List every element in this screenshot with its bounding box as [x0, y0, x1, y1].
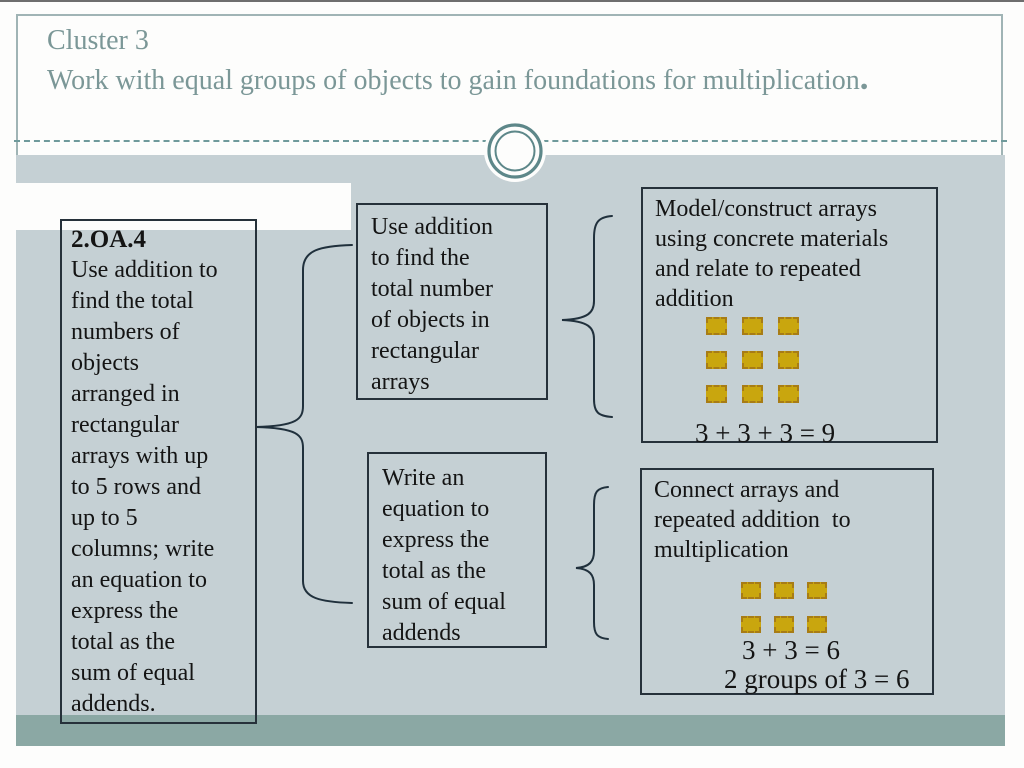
- activity-box-connect-multiplication: Connect arrays and repeated addition to …: [640, 468, 934, 695]
- standard-box: 2.OA.4 Use addition to find the total nu…: [60, 219, 257, 724]
- standard-text: Use addition to find the total numbers o…: [71, 257, 218, 717]
- array-square: [741, 582, 761, 599]
- array-2x3: [741, 582, 827, 633]
- slide-title: Work with equal groups of objects to gai…: [47, 60, 868, 97]
- equation-groups: 2 groups of 3 = 6: [724, 664, 910, 694]
- array-square: [742, 351, 763, 369]
- array-square: [778, 317, 799, 335]
- activity-connect-text: Connect arrays and repeated addition to …: [654, 477, 851, 563]
- equation-sum: 3 + 3 = 6: [742, 635, 840, 665]
- array-square: [742, 385, 763, 403]
- cluster-label: Cluster 3: [47, 25, 149, 56]
- slide-title-period: .: [859, 58, 869, 97]
- array-square: [774, 616, 794, 633]
- array-square: [807, 582, 827, 599]
- array-square: [742, 317, 763, 335]
- array-3x3: [706, 317, 799, 403]
- skill-box-equation-text: Write an equation to express the total a…: [382, 465, 506, 646]
- activity-box-model-arrays: Model/construct arrays using concrete ma…: [641, 187, 938, 448]
- array-square: [774, 582, 794, 599]
- activity-model-text: Model/construct arrays using concrete ma…: [655, 196, 889, 312]
- window-top-edge: [0, 0, 1024, 2]
- skill-box-addition: Use addition to find the total number of…: [356, 203, 548, 400]
- slide-body-background: [16, 155, 1005, 715]
- array-square: [706, 385, 727, 403]
- array-square: [778, 351, 799, 369]
- array-square: [778, 385, 799, 403]
- divider-circle-icon: [484, 120, 546, 182]
- skill-box-equation: Write an equation to express the total a…: [367, 452, 547, 648]
- array-square: [807, 616, 827, 633]
- array-square: [706, 351, 727, 369]
- standard-code: 2.OA.4: [71, 226, 146, 253]
- highlight-band: [0, 183, 351, 230]
- slide-title-text: Work with equal groups of objects to gai…: [47, 65, 860, 96]
- footer-band: [16, 715, 1005, 746]
- array-square: [741, 616, 761, 633]
- equation-repeated-addition: 3 + 3 + 3 = 9: [695, 418, 836, 448]
- skill-box-addition-text: Use addition to find the total number of…: [371, 214, 493, 395]
- array-square: [706, 317, 727, 335]
